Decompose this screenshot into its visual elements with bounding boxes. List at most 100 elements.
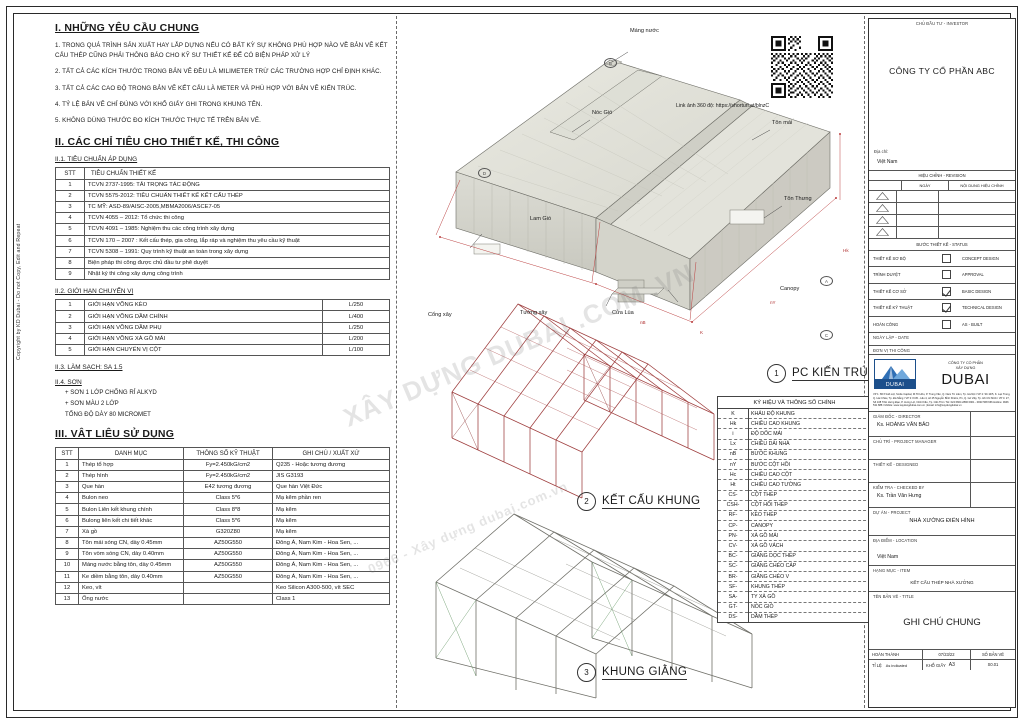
- status-checkbox[interactable]: [933, 286, 959, 296]
- legend-desc: XÀ GỒ VÁCH: [748, 540, 871, 552]
- cell-value: L/250: [322, 321, 390, 334]
- cell-spec: Class 5*6: [183, 514, 273, 527]
- mountain-icon: [882, 366, 910, 380]
- paint-item: TỔNG ĐỘ DÀY 80 MICROMET: [65, 410, 151, 418]
- investor-label: CHỦ ĐẦU TƯ - INVESTOR: [915, 21, 969, 26]
- item-label: HẠNG MỤC - ITEM: [873, 568, 911, 574]
- cell-no: 10: [55, 559, 79, 572]
- legend-key: SA-: [718, 591, 749, 603]
- col-origin: GHI CHÚ / XUẤT XỨ: [272, 447, 390, 460]
- cell-item: Bulon Liên kết khung chính: [78, 503, 184, 516]
- revision-triangle-icon: [869, 214, 897, 226]
- checkbox-checked-icon[interactable]: [941, 303, 951, 313]
- logo-text: DUBAI: [885, 381, 905, 388]
- annotation-roof-sheet: Tôn mái: [772, 120, 793, 126]
- completed-label: HOÀN THÀNH: [869, 650, 923, 660]
- legend-desc: BƯỚC CỘT HỒI: [748, 459, 871, 471]
- col-spec: THÔNG SỐ KỸ THUẬT: [183, 447, 273, 460]
- designer-label: THIẾT KẾ - DESIGNED: [873, 462, 919, 468]
- revision-row: [869, 226, 1015, 239]
- cell-standard: TCVN 5308 – 1991: Quy trình kỹ thuật an …: [84, 245, 390, 258]
- legend-row: BC-GIẰNG DỌC THÉP: [718, 551, 871, 562]
- checkbox-icon[interactable]: [941, 253, 951, 263]
- cell-no: 4: [55, 212, 85, 225]
- legend-row: CS-CỘT THÉP: [718, 490, 871, 501]
- item-value: KẾT CẤU THÉP NHÀ XƯỞNG: [910, 580, 974, 586]
- legend-desc: GIẰNG CHÉO V: [748, 571, 871, 583]
- legend-row: SC-GIẰNG CHÉO CÁP: [718, 561, 871, 573]
- cell-value: L/250: [322, 299, 390, 312]
- cell-item: Ke diềm bằng tôn, dày 0.40mm: [78, 570, 184, 583]
- dim-Hk: Hk: [843, 248, 849, 253]
- annotation-gutter: Máng nước: [630, 28, 659, 34]
- status-row-concept[interactable]: THIẾT KẾ SƠ BỘ CONCEPT DESIGN: [869, 251, 1015, 268]
- legend-key: Lx: [718, 439, 749, 450]
- legend-key: nB: [718, 449, 749, 460]
- requirement-item: 4. TỶ LỆ BẢN VẼ CHỈ ĐÚNG VỚI KHỔ GIẤY GH…: [55, 100, 263, 108]
- cell-item: Que hàn: [78, 481, 184, 494]
- status-row-basic[interactable]: THIẾT KẾ CƠ SỞ BASIC DESIGN: [869, 284, 1015, 301]
- cell-no: 6: [55, 234, 85, 247]
- cell-spec: G320Z80: [183, 525, 273, 538]
- status-row-approval[interactable]: TRÌNH DUYỆT APPROVAL: [869, 267, 1015, 284]
- project-row: DỰ ÁN - PROJECT NHÀ XƯỞNG ĐIỂN HÌNH: [869, 508, 1015, 537]
- revision-row: [869, 214, 1015, 227]
- legend-desc: GIẰNG DỌC THÉP: [748, 551, 871, 562]
- dim-nB: nB: [640, 320, 646, 325]
- cell-no: 2: [55, 189, 85, 202]
- legend-desc: KHẨU ĐỘ KHUNG: [748, 409, 871, 420]
- qr-caption: Link ảnh 360 độ: https://shorturl.at/bln…: [676, 103, 770, 109]
- drawing-title: GHI CHÚ CHUNG: [903, 617, 981, 629]
- checkbox-icon[interactable]: [941, 270, 951, 280]
- status-checkbox[interactable]: [933, 253, 959, 263]
- scale-value: As indicated: [885, 663, 907, 669]
- legend-row: RF-KÈO THÉP: [718, 510, 871, 522]
- status-row-technical[interactable]: THIẾT KẾ KỸ THUẬT TECHNICAL DESIGN: [869, 300, 1015, 317]
- cell-no: 1: [55, 458, 79, 471]
- requirement-item: 1. TRONG QUÁ TRÌNH SẢN XUẤT HAY LẮP DỰNG…: [55, 42, 388, 60]
- legend-key: SC-: [718, 561, 749, 573]
- checkbox-icon[interactable]: [941, 319, 951, 329]
- status-checkbox[interactable]: [933, 319, 959, 329]
- status-checkbox[interactable]: [933, 303, 959, 313]
- logo-band: [875, 379, 915, 389]
- status-label-vi: THIẾT KẾ KỸ THUẬT: [873, 305, 913, 311]
- cell-spec: AZ50G550: [183, 536, 273, 550]
- cell-no: 5: [55, 223, 85, 236]
- project-name: NHÀ XƯỞNG ĐIỂN HÌNH: [909, 518, 975, 525]
- copyright-spine: Copyright by KD Dubai - Do not Copy, Edi…: [16, 223, 22, 360]
- grid-bubble: C: [820, 330, 833, 340]
- cell-standard: TCVN 4091 – 1985: Nghiệm thu các công tr…: [84, 223, 390, 236]
- cell-item: GIỚI HẠN VÕNG KÈO: [84, 299, 323, 312]
- cell-origin: Keo Silicon A300-500, vít SEC: [272, 581, 390, 594]
- view-label-3: 3 KHUNG GIẰNG: [577, 663, 688, 682]
- cell-standard: TCVN 170 – 2007 : Kết cấu thép, gia công…: [84, 234, 390, 247]
- status-row-asbuilt[interactable]: HOÀN CÔNG AS - BUILT: [869, 317, 1015, 334]
- cell-no: 8: [55, 536, 79, 550]
- view-steel-frame-3d: [451, 303, 715, 499]
- cell-spec: Fy=2.450kG/cm2: [183, 469, 273, 483]
- checkbox-checked-icon[interactable]: [941, 286, 951, 296]
- materials-table: STT DANH MỤC THÔNG SỐ KỸ THUẬT GHI CHÚ /…: [55, 447, 390, 606]
- legend-key: CP-: [718, 520, 749, 532]
- paint-item: + SƠN 1 LỚP CHỐNG RỈ ALKYD: [65, 389, 157, 397]
- cell-no: 11: [55, 570, 79, 583]
- legend-desc: CHIỀU DÀI NHÀ: [748, 439, 871, 450]
- annotation-wall-label: Tường xây: [520, 310, 548, 316]
- revision-triangle-icon: [869, 190, 897, 202]
- scale-sheet-row: TỈ LỆ As indicated KHỔ GIẤY A3 S0.01: [869, 660, 1015, 671]
- qr-code[interactable]: [771, 36, 833, 98]
- director-name: Ks. HOÀNG VĂN BẢO: [877, 422, 930, 429]
- legend-desc: KHUNG THÉP: [748, 581, 871, 593]
- status-checkbox[interactable]: [933, 270, 959, 280]
